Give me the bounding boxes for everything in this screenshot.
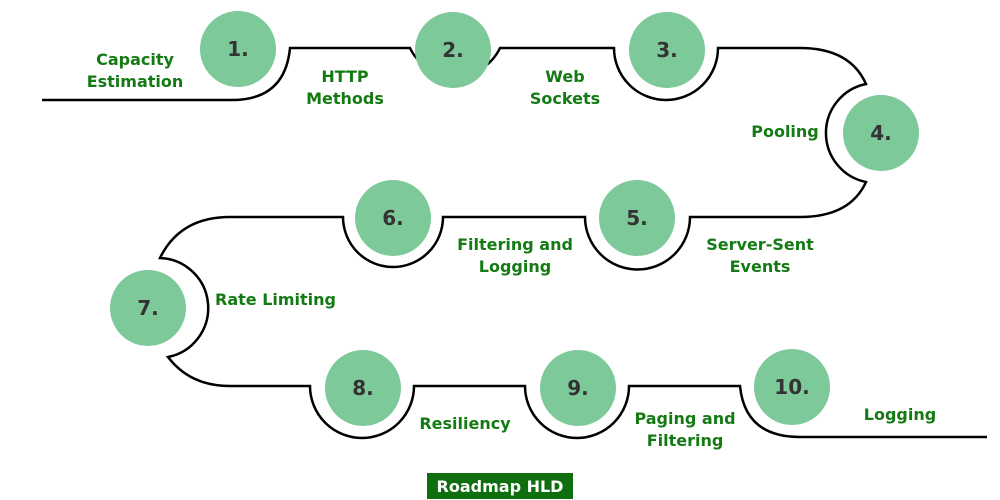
step-10-label-line1: Logging: [863, 405, 937, 424]
step-9-label-line1: Paging and: [634, 409, 736, 428]
step-1-label: Capacity Estimation: [80, 49, 190, 93]
step-5-label: Server-Sent Events: [695, 234, 825, 278]
step-5-circle: 5.: [599, 180, 675, 256]
step-3-label-line2: Sockets: [529, 89, 601, 108]
step-10-label: Logging: [850, 404, 950, 426]
step-4-label: Pooling: [735, 121, 835, 143]
step-8-label-line1: Resiliency: [419, 414, 511, 433]
step-2-label-line2: Methods: [306, 89, 384, 108]
step-6-label: Filtering and Logging: [450, 234, 580, 278]
step-3-label-line1: Web: [545, 67, 585, 86]
step-3-label: Web Sockets: [515, 66, 615, 110]
step-5-label-line2: Events: [729, 257, 791, 276]
step-3-circle: 3.: [629, 12, 705, 88]
step-5-label-line1: Server-Sent: [706, 235, 814, 254]
step-9-label-line2: Filtering: [646, 431, 724, 450]
step-1-circle: 1.: [200, 11, 276, 87]
step-2-label: HTTP Methods: [295, 66, 395, 110]
step-8-circle: 8.: [325, 350, 401, 426]
step-6-label-line2: Logging: [478, 257, 552, 276]
roadmap-connector-line: [42, 46, 987, 440]
step-10-circle: 10.: [754, 349, 830, 425]
step-8-label: Resiliency: [415, 413, 515, 435]
step-1-label-line1: Capacity: [96, 50, 174, 69]
step-4-circle: 4.: [843, 95, 919, 171]
step-6-circle: 6.: [355, 180, 431, 256]
step-9-circle: 9.: [540, 350, 616, 426]
step-7-label: Rate Limiting: [208, 289, 343, 311]
step-2-label-line1: HTTP: [321, 67, 369, 86]
step-1-label-line2: Estimation: [86, 72, 184, 91]
step-2-circle: 2.: [415, 12, 491, 88]
step-9-label: Paging and Filtering: [625, 408, 745, 452]
step-4-label-line1: Pooling: [751, 122, 819, 141]
step-6-label-line1: Filtering and: [457, 235, 573, 254]
step-7-circle: 7.: [110, 270, 186, 346]
step-7-label-line1: Rate Limiting: [215, 290, 336, 309]
roadmap-title-banner: Roadmap HLD: [427, 473, 573, 499]
